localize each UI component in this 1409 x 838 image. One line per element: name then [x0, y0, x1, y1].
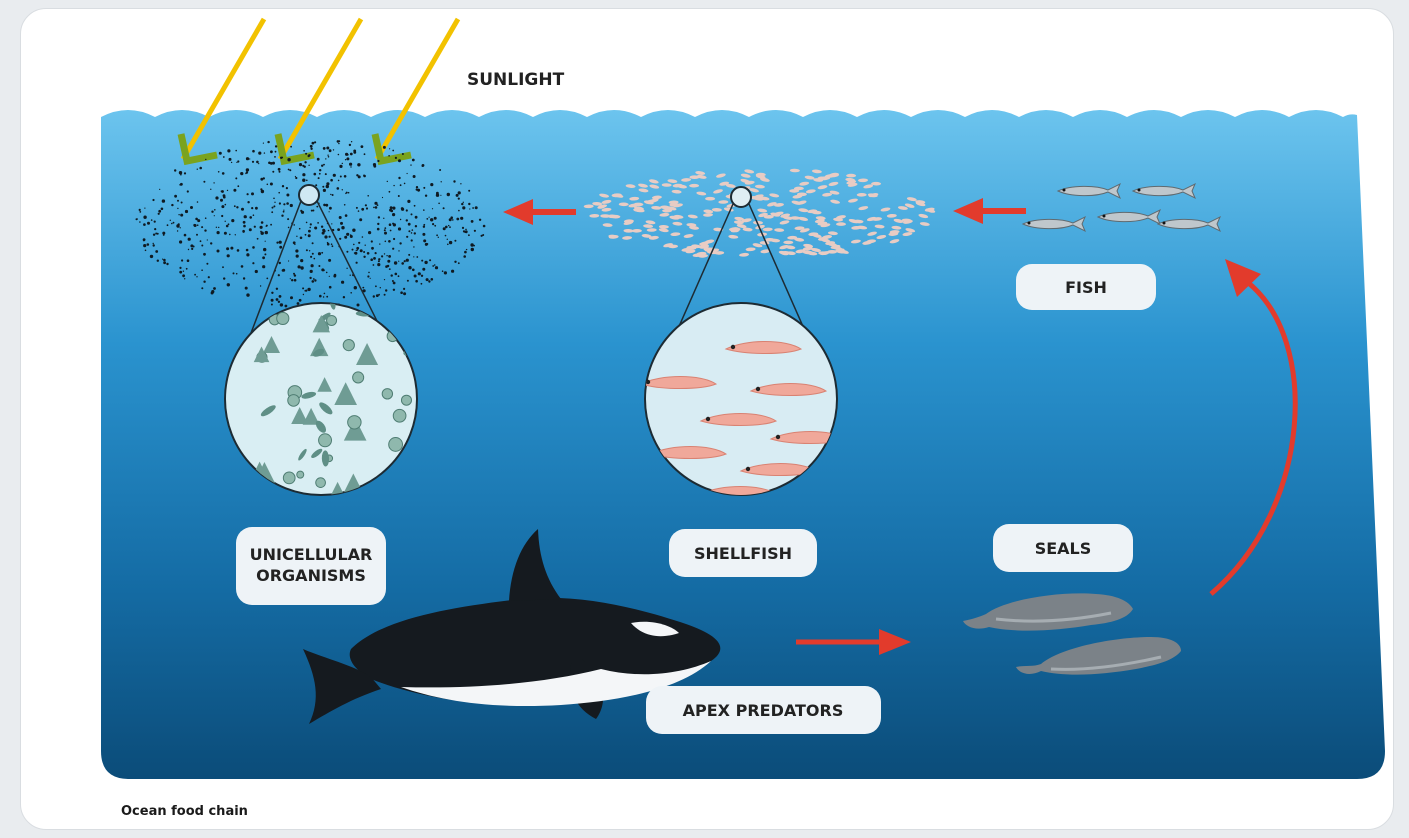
- shellfish-zoom-point: [731, 187, 751, 207]
- svg-text:SEALS: SEALS: [1035, 539, 1092, 558]
- label-seals: SEALS: [993, 524, 1133, 572]
- diagram-card: SUNLIGHT: [20, 8, 1394, 830]
- svg-text:UNICELLULAR: UNICELLULAR: [250, 545, 373, 564]
- label-apex-predators: APEX PREDATORS: [646, 686, 881, 734]
- sunlight-label: SUNLIGHT: [467, 70, 565, 90]
- label-fish: FISH: [1016, 264, 1156, 310]
- svg-text:FISH: FISH: [1065, 278, 1107, 297]
- figure-caption: Ocean food chain: [121, 804, 248, 819]
- label-unicellular-organisms: UNICELLULAR ORGANISMS: [236, 527, 386, 605]
- food-chain-diagram: SUNLIGHT: [21, 9, 1393, 829]
- label-shellfish: SHELLFISH: [669, 529, 817, 577]
- svg-text:APEX PREDATORS: APEX PREDATORS: [683, 701, 844, 720]
- svg-text:ORGANISMS: ORGANISMS: [256, 566, 366, 585]
- plankton-zoom-point: [299, 185, 319, 205]
- svg-text:SHELLFISH: SHELLFISH: [694, 544, 792, 563]
